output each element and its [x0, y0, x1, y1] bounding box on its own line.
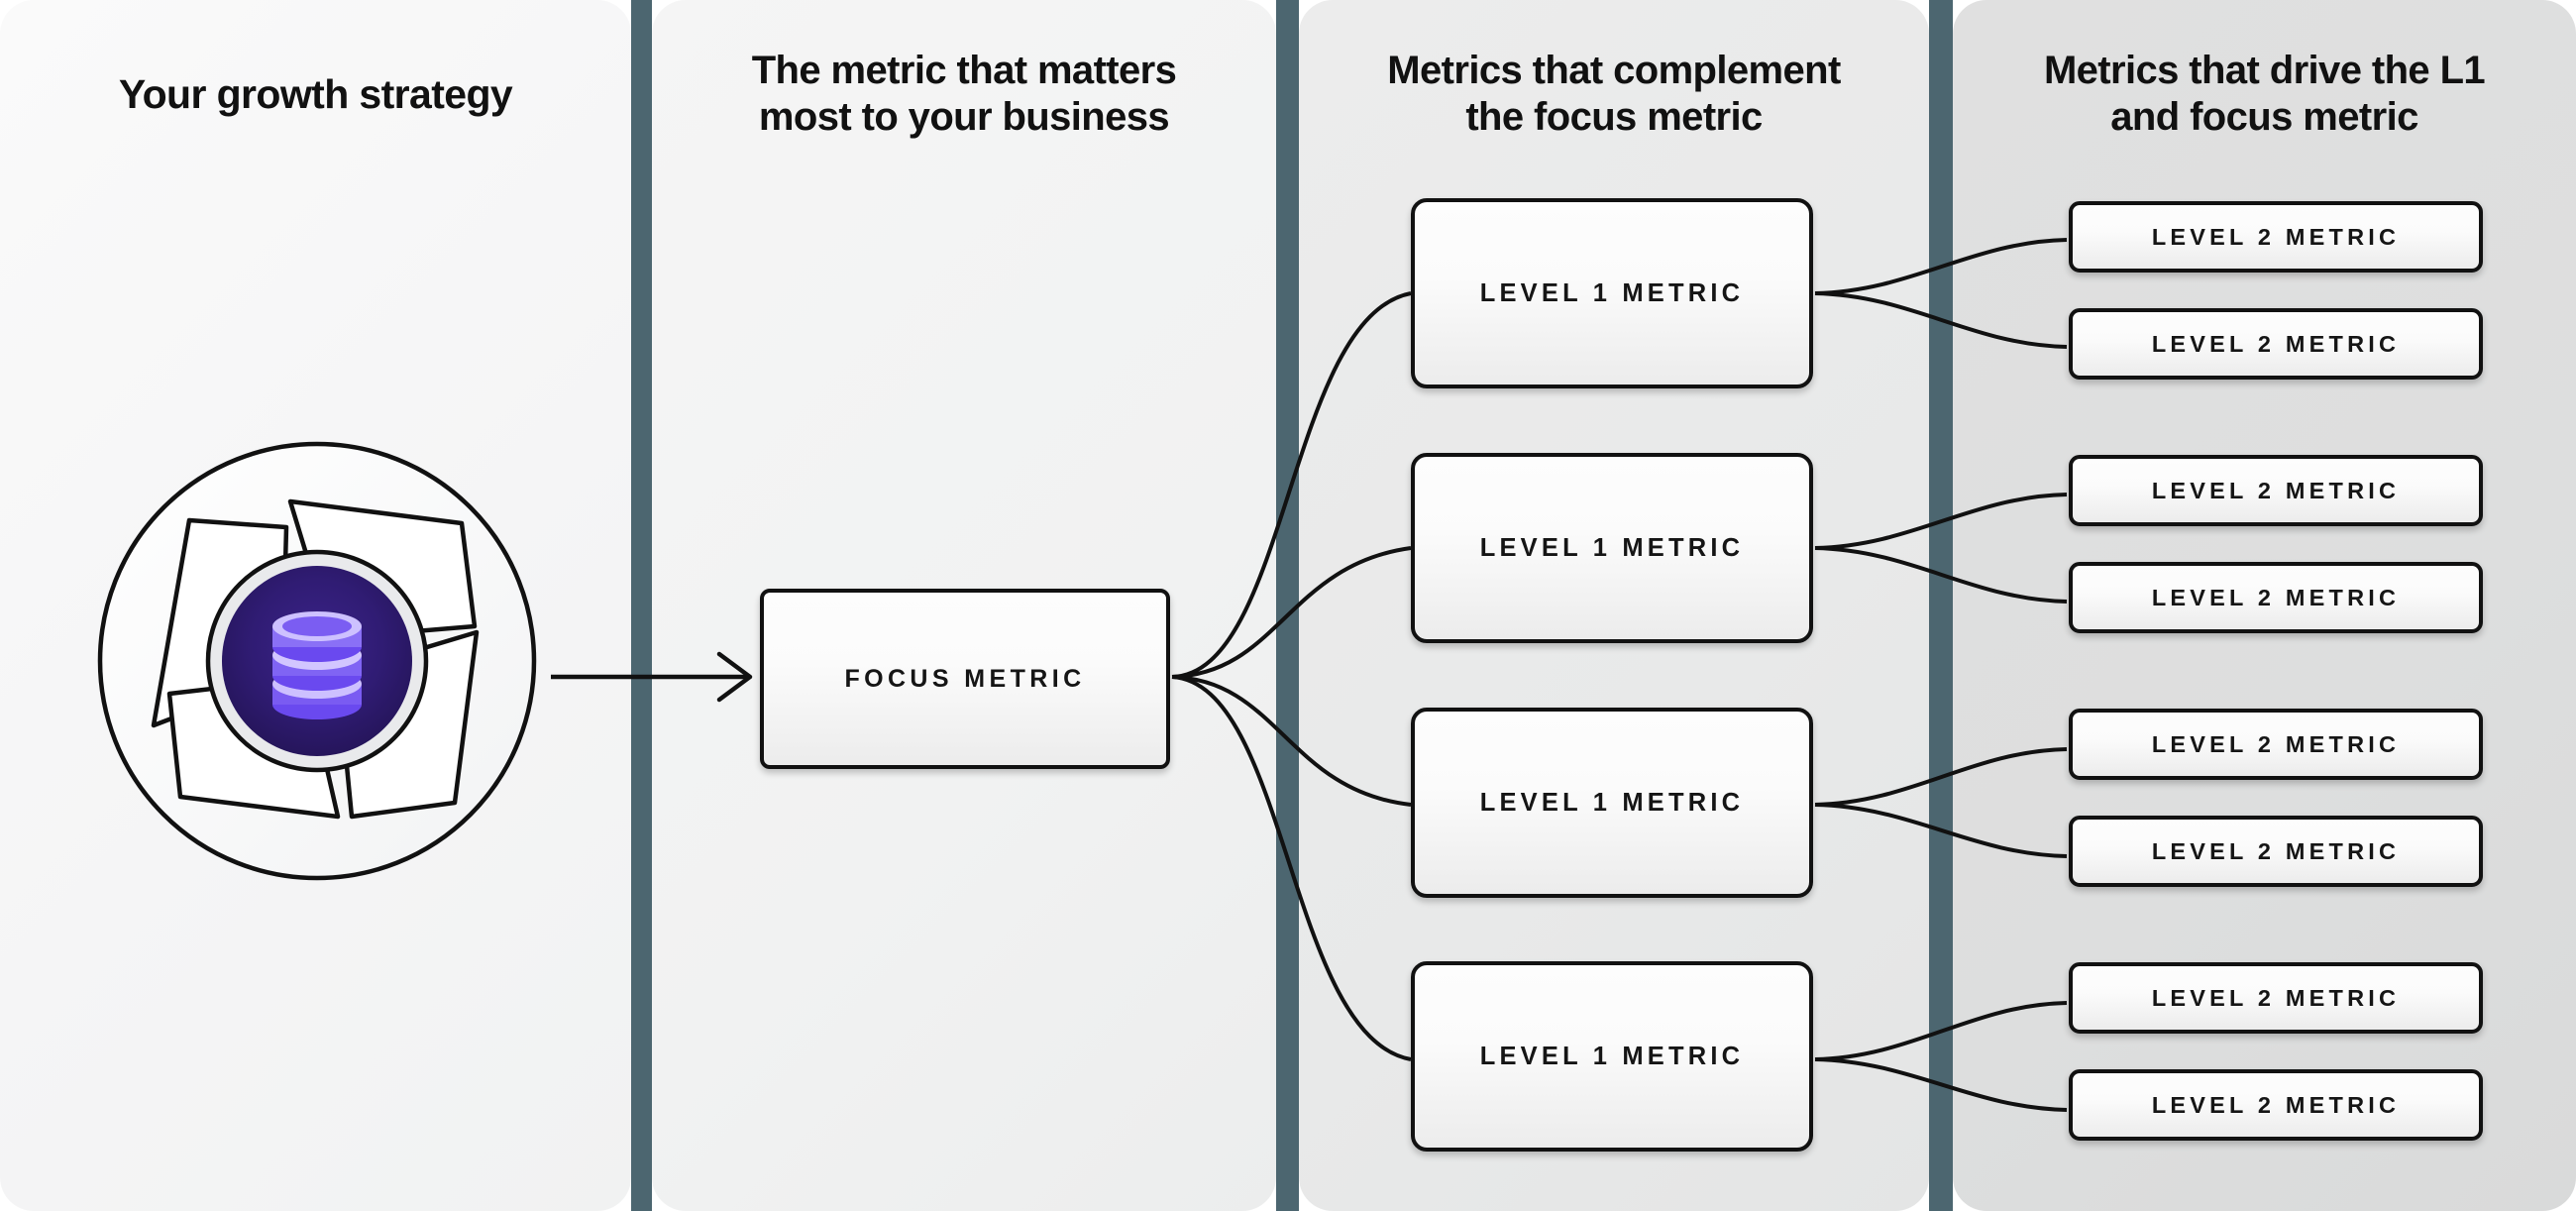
growth-strategy-logo: [97, 441, 537, 881]
node-level-2-metric-5[interactable]: LEVEL 2 METRIC: [2069, 709, 2483, 780]
node-level-2-metric-8[interactable]: LEVEL 2 METRIC: [2069, 1069, 2483, 1141]
database-stack-icon: [272, 611, 362, 719]
node-level-2-metric-5-label: LEVEL 2 METRIC: [2151, 730, 2401, 757]
node-level-1-metric-1[interactable]: LEVEL 1 METRIC: [1411, 198, 1813, 388]
node-level-1-metric-4-label: LEVEL 1 METRIC: [1479, 1042, 1745, 1070]
column-divider-1: [631, 0, 652, 1211]
node-level-1-metric-3[interactable]: LEVEL 1 METRIC: [1411, 708, 1813, 898]
node-level-2-metric-3-label: LEVEL 2 METRIC: [2151, 477, 2401, 503]
node-focus-metric-label: FOCUS METRIC: [844, 664, 1086, 693]
node-level-2-metric-4-label: LEVEL 2 METRIC: [2151, 584, 2401, 610]
node-level-1-metric-1-label: LEVEL 1 METRIC: [1479, 278, 1745, 307]
node-level-2-metric-6-label: LEVEL 2 METRIC: [2151, 837, 2401, 864]
node-level-2-metric-4[interactable]: LEVEL 2 METRIC: [2069, 562, 2483, 633]
node-level-1-metric-3-label: LEVEL 1 METRIC: [1479, 788, 1745, 817]
column-title-growth-strategy: Your growth strategy: [118, 71, 513, 117]
column-divider-3: [1929, 0, 1953, 1211]
node-level-1-metric-2[interactable]: LEVEL 1 METRIC: [1411, 453, 1813, 643]
node-level-1-metric-2-label: LEVEL 1 METRIC: [1479, 533, 1745, 562]
node-level-2-metric-6[interactable]: LEVEL 2 METRIC: [2069, 816, 2483, 887]
node-level-2-metric-7-label: LEVEL 2 METRIC: [2151, 984, 2401, 1011]
node-level-1-metric-4[interactable]: LEVEL 1 METRIC: [1411, 961, 1813, 1152]
node-level-2-metric-2-label: LEVEL 2 METRIC: [2151, 330, 2401, 357]
node-focus-metric[interactable]: FOCUS METRIC: [760, 589, 1170, 769]
node-level-2-metric-1[interactable]: LEVEL 2 METRIC: [2069, 201, 2483, 273]
node-level-2-metric-3[interactable]: LEVEL 2 METRIC: [2069, 455, 2483, 526]
column-divider-2: [1276, 0, 1299, 1211]
node-level-2-metric-7[interactable]: LEVEL 2 METRIC: [2069, 962, 2483, 1034]
node-level-2-metric-8-label: LEVEL 2 METRIC: [2151, 1091, 2401, 1118]
node-level-2-metric-1-label: LEVEL 2 METRIC: [2151, 223, 2401, 250]
node-level-2-metric-2[interactable]: LEVEL 2 METRIC: [2069, 308, 2483, 380]
